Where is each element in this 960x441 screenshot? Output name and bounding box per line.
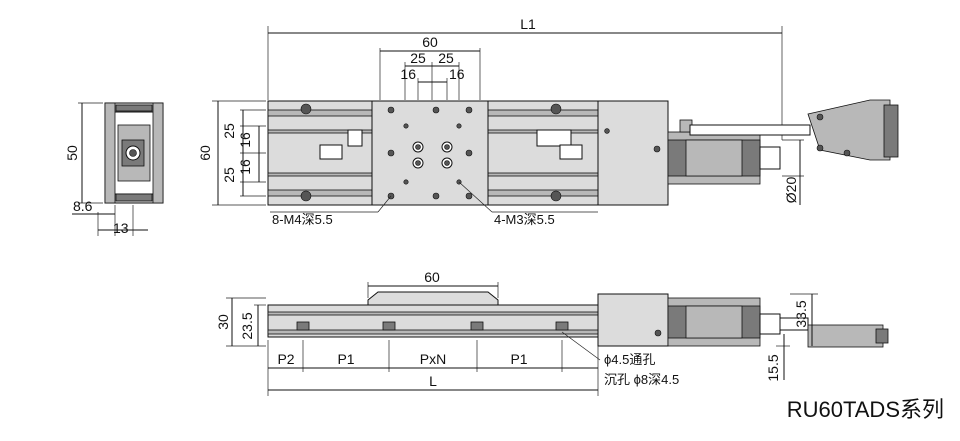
height-30-label: 30 — [215, 314, 231, 330]
pitch-25-left: 25 — [410, 50, 426, 66]
pitch-16-right: 16 — [449, 66, 465, 82]
p2-label: P2 — [277, 351, 294, 367]
callout-m4: 8-M4深5.5 — [272, 212, 333, 227]
pxn-label: PxN — [420, 351, 446, 367]
v16-b-label: 16 — [237, 159, 253, 175]
v16-a-label: 16 — [237, 132, 253, 148]
p1-left-label: P1 — [337, 351, 354, 367]
connector-side — [807, 324, 884, 348]
end-housing-top — [597, 100, 669, 206]
pitch-16-left: 16 — [400, 66, 416, 82]
end-view: 50 8.6 13 — [64, 102, 164, 236]
callout-m3: 4-M3深5.5 — [494, 212, 555, 227]
motor-dia-label: Ø20 — [783, 177, 799, 204]
v25-bottom-label: 25 — [221, 167, 237, 183]
end-width-label: 13 — [113, 220, 129, 236]
height-33-5-label: 33.5 — [793, 300, 809, 327]
pitch-25-right: 25 — [438, 50, 454, 66]
cable — [689, 124, 811, 136]
series-title: RU60TADS系列 — [787, 397, 944, 422]
v25-top-label: 25 — [221, 123, 237, 139]
p1-right-label: P1 — [510, 351, 527, 367]
top-view: L1 — [197, 16, 899, 227]
carriage-width-label: 60 — [422, 34, 438, 50]
end-offset-label: 8.6 — [73, 198, 93, 214]
side-carriage-width-label: 60 — [424, 269, 440, 285]
length-label: L — [429, 373, 437, 389]
height-23-5-label: 23.5 — [239, 312, 255, 339]
carriage-holes — [387, 106, 473, 200]
side-view: 60 30 23.5 33.5 — [215, 269, 889, 396]
end-housing-side — [597, 293, 669, 347]
height-15-5-label: 15.5 — [765, 354, 781, 381]
overall-length-label: L1 — [520, 16, 536, 32]
height-60-label: 60 — [197, 145, 213, 161]
counterbore-label: 沉孔 ϕ8深4.5 — [604, 372, 679, 387]
mounting-bolts — [296, 321, 569, 331]
end-height-label: 50 — [64, 145, 80, 161]
through-hole-label: ϕ4.5通孔 — [604, 352, 655, 367]
